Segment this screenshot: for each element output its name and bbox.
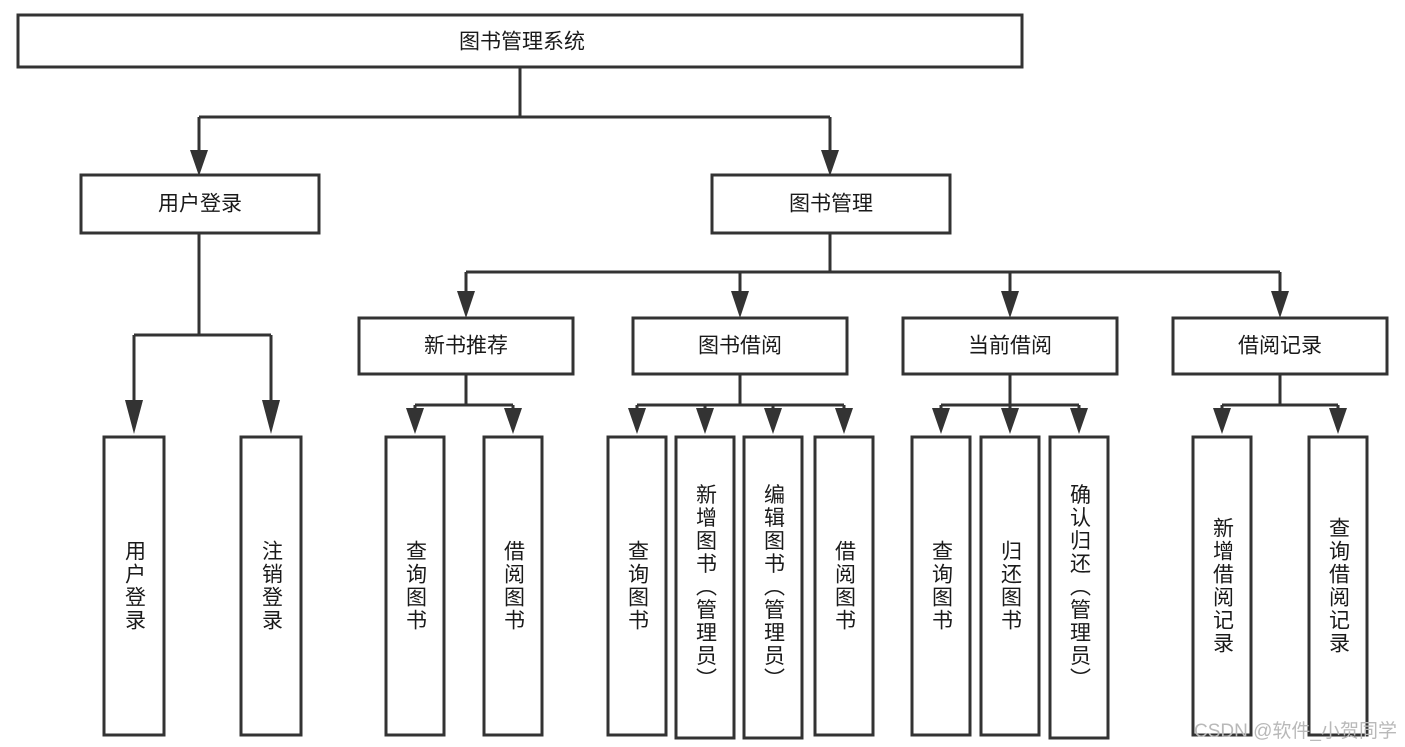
node-new-book-rec-box[interactable]: [357, 316, 575, 376]
leaf-query-book-3[interactable]: 查询图书: [910, 435, 972, 737]
leaf-user-login-box[interactable]: [102, 435, 166, 737]
node-book-manage[interactable]: 图书管理: [710, 173, 952, 235]
arrow-root-to-user-login: [190, 150, 208, 176]
arrow-user-login-leaf-1: [125, 400, 143, 434]
arrow-nbr-leaf-2: [504, 408, 522, 434]
arrow-br-leaf-2: [1329, 408, 1347, 434]
node-new-book-rec-label: 新书推荐: [424, 335, 508, 358]
node-borrow-record-label: 借阅记录: [1238, 335, 1322, 358]
leaf-user-logout-box[interactable]: [239, 435, 303, 737]
arrow-bb-leaf-1: [628, 408, 646, 434]
node-root-label: 图书管理系统: [459, 31, 585, 54]
node-current-borrow[interactable]: 当前借阅: [901, 316, 1119, 376]
leaf-query-book-1[interactable]: 查询图书: [384, 435, 446, 737]
leaf-return-book-label: 归还图书: [999, 540, 1023, 632]
leaf-borrow-book-1-box[interactable]: [482, 435, 544, 737]
leaf-borrow-book-1-label: 借阅图书: [502, 540, 526, 632]
node-user-login-label: 用户登录: [158, 193, 242, 216]
arrow-bm-to-borrow-record: [1271, 291, 1289, 318]
node-root[interactable]: 图书管理系统: [16, 13, 1024, 69]
node-user-login[interactable]: 用户登录: [79, 173, 321, 235]
leaf-query-book-1-box[interactable]: [384, 435, 446, 737]
arrow-cb-leaf-2: [1001, 408, 1019, 434]
node-borrow-record-box[interactable]: [1171, 316, 1389, 376]
leaf-add-record-label: 新增借阅记录: [1211, 517, 1235, 655]
leaf-query-book-2-box[interactable]: [606, 435, 668, 737]
leaf-borrow-book-2-label: 借阅图书: [833, 540, 857, 632]
leaf-borrow-book-1[interactable]: 借阅图书: [482, 435, 544, 737]
leaf-edit-book[interactable]: 编辑图书（管理员）: [742, 435, 804, 740]
leaf-add-book-label: 新增图书（管理员）: [694, 484, 718, 691]
leaf-edit-book-label: 编辑图书（管理员）: [762, 484, 786, 691]
node-book-borrow[interactable]: 图书借阅: [631, 316, 849, 376]
arrow-cb-leaf-3: [1070, 408, 1088, 434]
leaf-add-book[interactable]: 新增图书（管理员）: [674, 435, 736, 740]
arrow-bb-leaf-2: [696, 408, 714, 434]
arrow-bm-to-current-borrow: [1001, 291, 1019, 318]
node-new-book-rec[interactable]: 新书推荐: [357, 316, 575, 376]
arrow-bm-to-new-book-rec: [457, 291, 475, 318]
node-book-borrow-label: 图书借阅: [698, 335, 782, 358]
arrow-bb-leaf-3: [764, 408, 782, 434]
leaf-borrow-book-2-box[interactable]: [813, 435, 875, 737]
connector-layer: [125, 67, 1347, 434]
leaf-return-book[interactable]: 归还图书: [979, 435, 1041, 737]
leaf-edit-book-box[interactable]: [742, 435, 804, 740]
leaf-user-logout-label: 注销登录: [260, 540, 284, 632]
leaf-confirm-return[interactable]: 确认归还（管理员）: [1048, 435, 1110, 740]
node-book-borrow-box[interactable]: [631, 316, 849, 376]
arrow-root-to-book-manage: [821, 150, 839, 176]
node-current-borrow-box[interactable]: [901, 316, 1119, 376]
arrow-br-leaf-1: [1213, 408, 1231, 434]
leaf-user-login-label: 用户登录: [123, 540, 147, 632]
leaf-query-book-3-label: 查询图书: [930, 540, 954, 632]
node-book-manage-label: 图书管理: [789, 193, 873, 216]
leaf-add-record[interactable]: 新增借阅记录: [1191, 435, 1253, 737]
arrow-nbr-leaf-1: [406, 408, 424, 434]
leaf-query-record-box[interactable]: [1307, 435, 1369, 737]
leaf-query-record[interactable]: 查询借阅记录: [1307, 435, 1369, 737]
leaf-query-book-2[interactable]: 查询图书: [606, 435, 668, 737]
leaf-query-book-1-label: 查询图书: [404, 540, 428, 632]
leaf-query-book-3-box[interactable]: [910, 435, 972, 737]
arrow-user-login-leaf-2: [262, 400, 280, 434]
arrow-bb-leaf-4: [835, 408, 853, 434]
leaf-user-logout[interactable]: 注销登录: [239, 435, 303, 737]
leaf-add-book-box[interactable]: [674, 435, 736, 740]
leaf-confirm-return-box[interactable]: [1048, 435, 1110, 740]
node-book-manage-box[interactable]: [710, 173, 952, 235]
arrow-bm-to-book-borrow: [731, 291, 749, 318]
leaf-query-record-label: 查询借阅记录: [1327, 517, 1351, 655]
leaf-add-record-box[interactable]: [1191, 435, 1253, 737]
arrow-cb-leaf-1: [932, 408, 950, 434]
node-user-login-box[interactable]: [79, 173, 321, 235]
leaf-confirm-return-label: 确认归还（管理员）: [1068, 484, 1092, 691]
leaf-user-login[interactable]: 用户登录: [102, 435, 166, 737]
leaf-borrow-book-2[interactable]: 借阅图书: [813, 435, 875, 737]
node-borrow-record[interactable]: 借阅记录: [1171, 316, 1389, 376]
node-current-borrow-label: 当前借阅: [968, 335, 1052, 358]
node-root-box[interactable]: [16, 13, 1024, 69]
leaf-return-book-box[interactable]: [979, 435, 1041, 737]
leaf-query-book-2-label: 查询图书: [626, 540, 650, 632]
